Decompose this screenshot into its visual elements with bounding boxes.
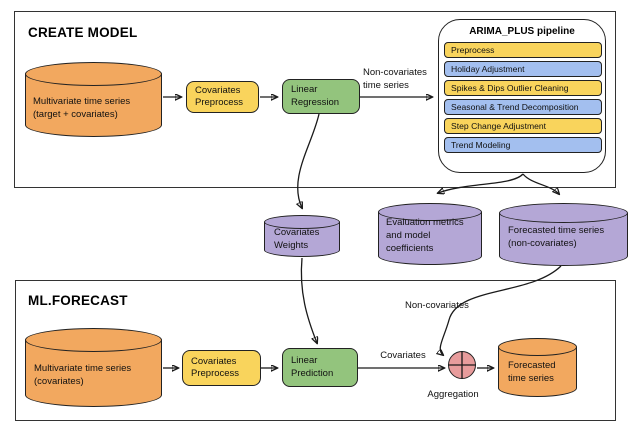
- cylinder-label: Evaluation metrics and model coefficient…: [386, 217, 464, 254]
- pipeline-title: ARIMA_PLUS pipeline: [469, 26, 575, 37]
- step-label: Spikes & Dips Outlier Cleaning: [451, 82, 569, 93]
- cylinder-cap: [264, 215, 340, 229]
- covariates-arrow-label: Covariates: [380, 350, 426, 361]
- cylinder-cap: [25, 328, 162, 352]
- cylinder-label: Multivariate time series (covariates): [34, 363, 132, 387]
- linear-prediction-node: Linear Prediction: [282, 348, 358, 387]
- multivariate-covariates-cylinder: Multivariate time series (covariates): [25, 328, 162, 407]
- forecast-output-cylinder: Forecasted time series: [498, 338, 577, 397]
- step-label: Seasonal & Trend Decomposition: [451, 101, 579, 112]
- create-model-title: CREATE MODEL: [28, 25, 138, 40]
- pipeline-step-seasonal-trend: Seasonal & Trend Decomposition: [444, 99, 602, 115]
- node-label: Linear Prediction: [291, 355, 334, 379]
- ml-forecast-title: ML.FORECAST: [28, 293, 128, 308]
- noncov-timeseries-label: Non-covariates time series: [363, 67, 427, 91]
- pipeline-step-spikes-dips: Spikes & Dips Outlier Cleaning: [444, 80, 602, 96]
- pipeline-step-preprocess: Preprocess: [444, 42, 602, 58]
- arima-plus-pipeline-panel: ARIMA_PLUS pipeline Preprocess Holiday A…: [438, 19, 606, 173]
- node-label: Linear Regression: [291, 84, 340, 108]
- cylinder-label: Forecasted time series (non-covariates): [508, 225, 605, 249]
- noncovariates-arrow-label: Non-covariates: [405, 300, 469, 311]
- pipeline-step-step-change: Step Change Adjustment: [444, 118, 602, 134]
- aggregation-label: Aggregation: [427, 389, 479, 400]
- step-label: Preprocess: [451, 44, 495, 55]
- cylinder-label: Covariates Weights: [274, 227, 320, 251]
- forecast-noncov-cylinder: Forecasted time series (non-covariates): [499, 203, 628, 266]
- covariates-weights-cylinder: Covariates Weights: [264, 215, 340, 257]
- cylinder-cap: [499, 203, 628, 223]
- cylinder-cap: [378, 203, 482, 221]
- step-label: Step Change Adjustment: [451, 120, 547, 131]
- pipeline-step-trend-modeling: Trend Modeling: [444, 137, 602, 153]
- cylinder-cap: [25, 62, 162, 86]
- step-label: Holiday Adjustment: [451, 63, 525, 74]
- step-label: Trend Modeling: [451, 139, 511, 150]
- node-label: Covariates Preprocess: [191, 355, 240, 380]
- aggregation-sum-node: [448, 351, 476, 379]
- linear-regression-node: Linear Regression: [282, 79, 360, 114]
- node-label: Covariates Preprocess: [195, 84, 244, 109]
- cylinder-label: Forecasted time series: [508, 360, 556, 384]
- evaluation-metrics-cylinder: Evaluation metrics and model coefficient…: [378, 203, 482, 265]
- multivariate-target-cylinder: Multivariate time series (target + covar…: [25, 62, 162, 137]
- covariates-preprocess-node-top: Covariates Preprocess: [186, 81, 259, 113]
- cylinder-cap: [498, 338, 577, 356]
- covariates-preprocess-node-bottom: Covariates Preprocess: [182, 350, 261, 386]
- cylinder-label: Multivariate time series (target + covar…: [33, 96, 131, 120]
- pipeline-step-holiday: Holiday Adjustment: [444, 61, 602, 77]
